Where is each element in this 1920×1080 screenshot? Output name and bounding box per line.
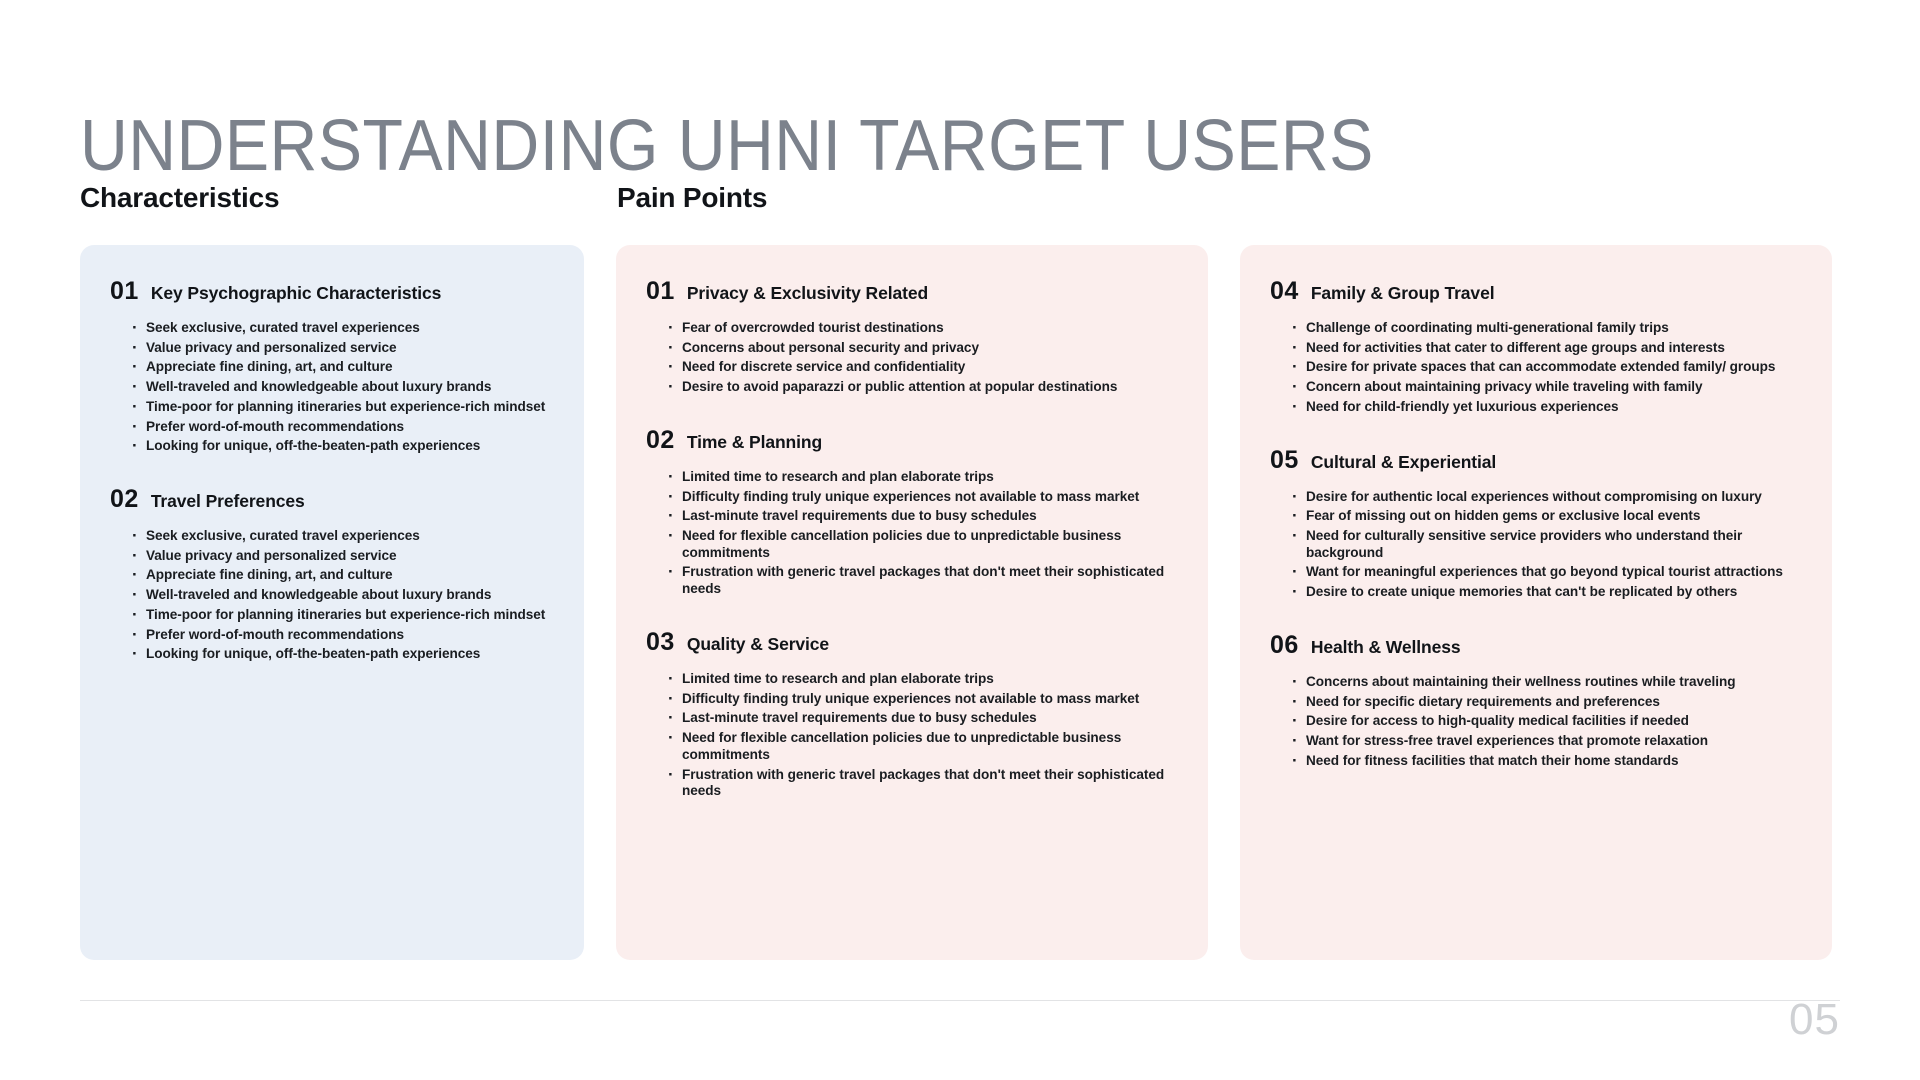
content-block: 02 Travel PreferencesSeek exclusive, cura… bbox=[110, 485, 554, 664]
page-title: UNDERSTANDING UHNI TARGET USERS bbox=[80, 106, 1374, 187]
list-item: Need for flexible cancellation policies … bbox=[668, 527, 1178, 561]
list-item: Well-traveled and knowledgeable about lu… bbox=[132, 378, 554, 396]
list-item: Challenge of coordinating multi-generati… bbox=[1292, 319, 1802, 337]
list-item: Last-minute travel requirements due to b… bbox=[668, 507, 1178, 525]
list-item: Desire for authentic local experiences w… bbox=[1292, 488, 1802, 506]
list-item: Limited time to research and plan elabor… bbox=[668, 670, 1178, 688]
list-item: Well-traveled and knowledgeable about lu… bbox=[132, 586, 554, 604]
list-item: Limited time to research and plan elabor… bbox=[668, 468, 1178, 486]
block-number: 01 bbox=[646, 277, 675, 305]
block-header: 02 Time & Planning bbox=[646, 426, 1178, 455]
block-header: 04 Family & Group Travel bbox=[1270, 277, 1802, 306]
list-item: Seek exclusive, curated travel experienc… bbox=[132, 527, 554, 545]
list-item: Need for child-friendly yet luxurious ex… bbox=[1292, 398, 1802, 416]
card-row: 01 Key Psychographic CharacteristicsSeek … bbox=[80, 245, 1840, 960]
bullet-list: Limited time to research and plan elabor… bbox=[646, 670, 1178, 800]
block-title: Key Psychographic Characteristics bbox=[150, 283, 442, 303]
content-block: 04 Family & Group TravelChallenge of coor… bbox=[1270, 277, 1802, 416]
list-item: Need for activities that cater to differ… bbox=[1292, 339, 1802, 357]
characteristics-card: 01 Key Psychographic CharacteristicsSeek … bbox=[80, 245, 584, 960]
list-item: Frustration with generic travel packages… bbox=[668, 765, 1178, 800]
block-title: Cultural & Experiential bbox=[1310, 451, 1497, 472]
block-title: Time & Planning bbox=[686, 431, 823, 452]
section-heading-pain-points: Pain Points bbox=[617, 182, 768, 213]
bullet-list: Challenge of coordinating multi-generati… bbox=[1270, 319, 1802, 416]
list-item: Last-minute travel requirements due to b… bbox=[668, 709, 1178, 727]
content-block: 01 Privacy & Exclusivity RelatedFear of o… bbox=[646, 277, 1178, 397]
list-item: Want for meaningful experiences that go … bbox=[1292, 563, 1802, 581]
content-block: 03 Quality & ServiceLimited time to resea… bbox=[646, 628, 1178, 800]
list-item: Desire to avoid paparazzi or public atte… bbox=[668, 378, 1178, 396]
footer-divider bbox=[80, 1000, 1840, 1001]
block-number: 02 bbox=[646, 425, 675, 454]
list-item: Prefer word-of-mouth recommendations bbox=[132, 418, 554, 436]
content-block: 02 Time & PlanningLimited time to researc… bbox=[646, 426, 1178, 598]
block-title: Health & Wellness bbox=[1310, 636, 1461, 657]
block-header: 01 Key Psychographic Characteristics bbox=[110, 277, 554, 306]
bullet-list: Seek exclusive, curated travel experienc… bbox=[110, 527, 554, 664]
list-item: Appreciate fine dining, art, and culture bbox=[132, 566, 554, 584]
bullet-list: Limited time to research and plan elabor… bbox=[646, 468, 1178, 598]
block-header: 06 Health & Wellness bbox=[1270, 631, 1802, 660]
section-heading-characteristics: Characteristics bbox=[80, 182, 280, 213]
list-item: Fear of missing out on hidden gems or ex… bbox=[1292, 507, 1802, 525]
block-header: 03 Quality & Service bbox=[646, 628, 1178, 657]
page-number: 05 bbox=[1789, 995, 1840, 1044]
block-header: 02 Travel Preferences bbox=[110, 485, 554, 514]
list-item: Prefer word-of-mouth recommendations bbox=[132, 626, 554, 644]
block-number: 03 bbox=[646, 627, 675, 656]
list-item: Fear of overcrowded tourist destinations bbox=[668, 319, 1178, 337]
list-item: Need for specific dietary requirements a… bbox=[1292, 693, 1802, 711]
list-item: Concern about maintaining privacy while … bbox=[1292, 378, 1802, 396]
list-item: Desire to create unique memories that ca… bbox=[1292, 583, 1802, 601]
block-header: 01 Privacy & Exclusivity Related bbox=[646, 277, 1178, 306]
block-number: 02 bbox=[110, 485, 139, 514]
list-item: Seek exclusive, curated travel experienc… bbox=[132, 319, 554, 337]
list-item: Frustration with generic travel packages… bbox=[668, 563, 1178, 597]
content-block: 01 Key Psychographic CharacteristicsSeek … bbox=[110, 277, 554, 456]
list-item: Need for flexible cancellation policies … bbox=[668, 729, 1178, 763]
block-number: 04 bbox=[1270, 277, 1299, 305]
list-item: Time-poor for planning itineraries but e… bbox=[132, 606, 554, 624]
list-item: Value privacy and personalized service bbox=[132, 547, 554, 565]
content-block: 06 Health & WellnessConcerns about mainta… bbox=[1270, 631, 1802, 770]
block-title: Privacy & Exclusivity Related bbox=[686, 283, 929, 303]
block-header: 05 Cultural & Experiential bbox=[1270, 446, 1802, 475]
list-item: Appreciate fine dining, art, and culture bbox=[132, 358, 554, 376]
pain-points-card-right: 04 Family & Group TravelChallenge of coor… bbox=[1240, 245, 1832, 960]
list-item: Time-poor for planning itineraries but e… bbox=[132, 398, 554, 416]
block-number: 06 bbox=[1270, 630, 1299, 659]
list-item: Need for discrete service and confidenti… bbox=[668, 358, 1178, 376]
list-item: Looking for unique, off-the-beaten-path … bbox=[132, 437, 554, 455]
list-item: Need for fitness facilities that match t… bbox=[1292, 752, 1802, 770]
list-item: Desire for private spaces that can accom… bbox=[1292, 358, 1802, 376]
content-block: 05 Cultural & ExperientialDesire for auth… bbox=[1270, 446, 1802, 602]
pain-points-card-left: 01 Privacy & Exclusivity RelatedFear of o… bbox=[616, 245, 1208, 960]
list-item: Value privacy and personalized service bbox=[132, 339, 554, 357]
list-item: Need for culturally sensitive service pr… bbox=[1292, 527, 1802, 561]
bullet-list: Concerns about maintaining their wellnes… bbox=[1270, 673, 1802, 770]
block-title: Family & Group Travel bbox=[1310, 283, 1495, 303]
list-item: Difficulty finding truly unique experien… bbox=[668, 690, 1178, 708]
list-item: Desire for access to high-quality medica… bbox=[1292, 712, 1802, 730]
block-number: 05 bbox=[1270, 445, 1299, 474]
bullet-list: Seek exclusive, curated travel experienc… bbox=[110, 319, 554, 456]
bullet-list: Desire for authentic local experiences w… bbox=[1270, 488, 1802, 602]
section-header-row: Characteristics Pain Points bbox=[80, 182, 1840, 222]
block-title: Quality & Service bbox=[686, 633, 830, 654]
list-item: Concerns about personal security and pri… bbox=[668, 339, 1178, 357]
list-item: Looking for unique, off-the-beaten-path … bbox=[132, 645, 554, 663]
list-item: Concerns about maintaining their wellnes… bbox=[1292, 673, 1802, 691]
bullet-list: Fear of overcrowded tourist destinations… bbox=[646, 319, 1178, 397]
list-item: Difficulty finding truly unique experien… bbox=[668, 488, 1178, 506]
list-item: Want for stress-free travel experiences … bbox=[1292, 732, 1802, 750]
block-title: Travel Preferences bbox=[150, 491, 305, 512]
block-number: 01 bbox=[110, 277, 139, 305]
